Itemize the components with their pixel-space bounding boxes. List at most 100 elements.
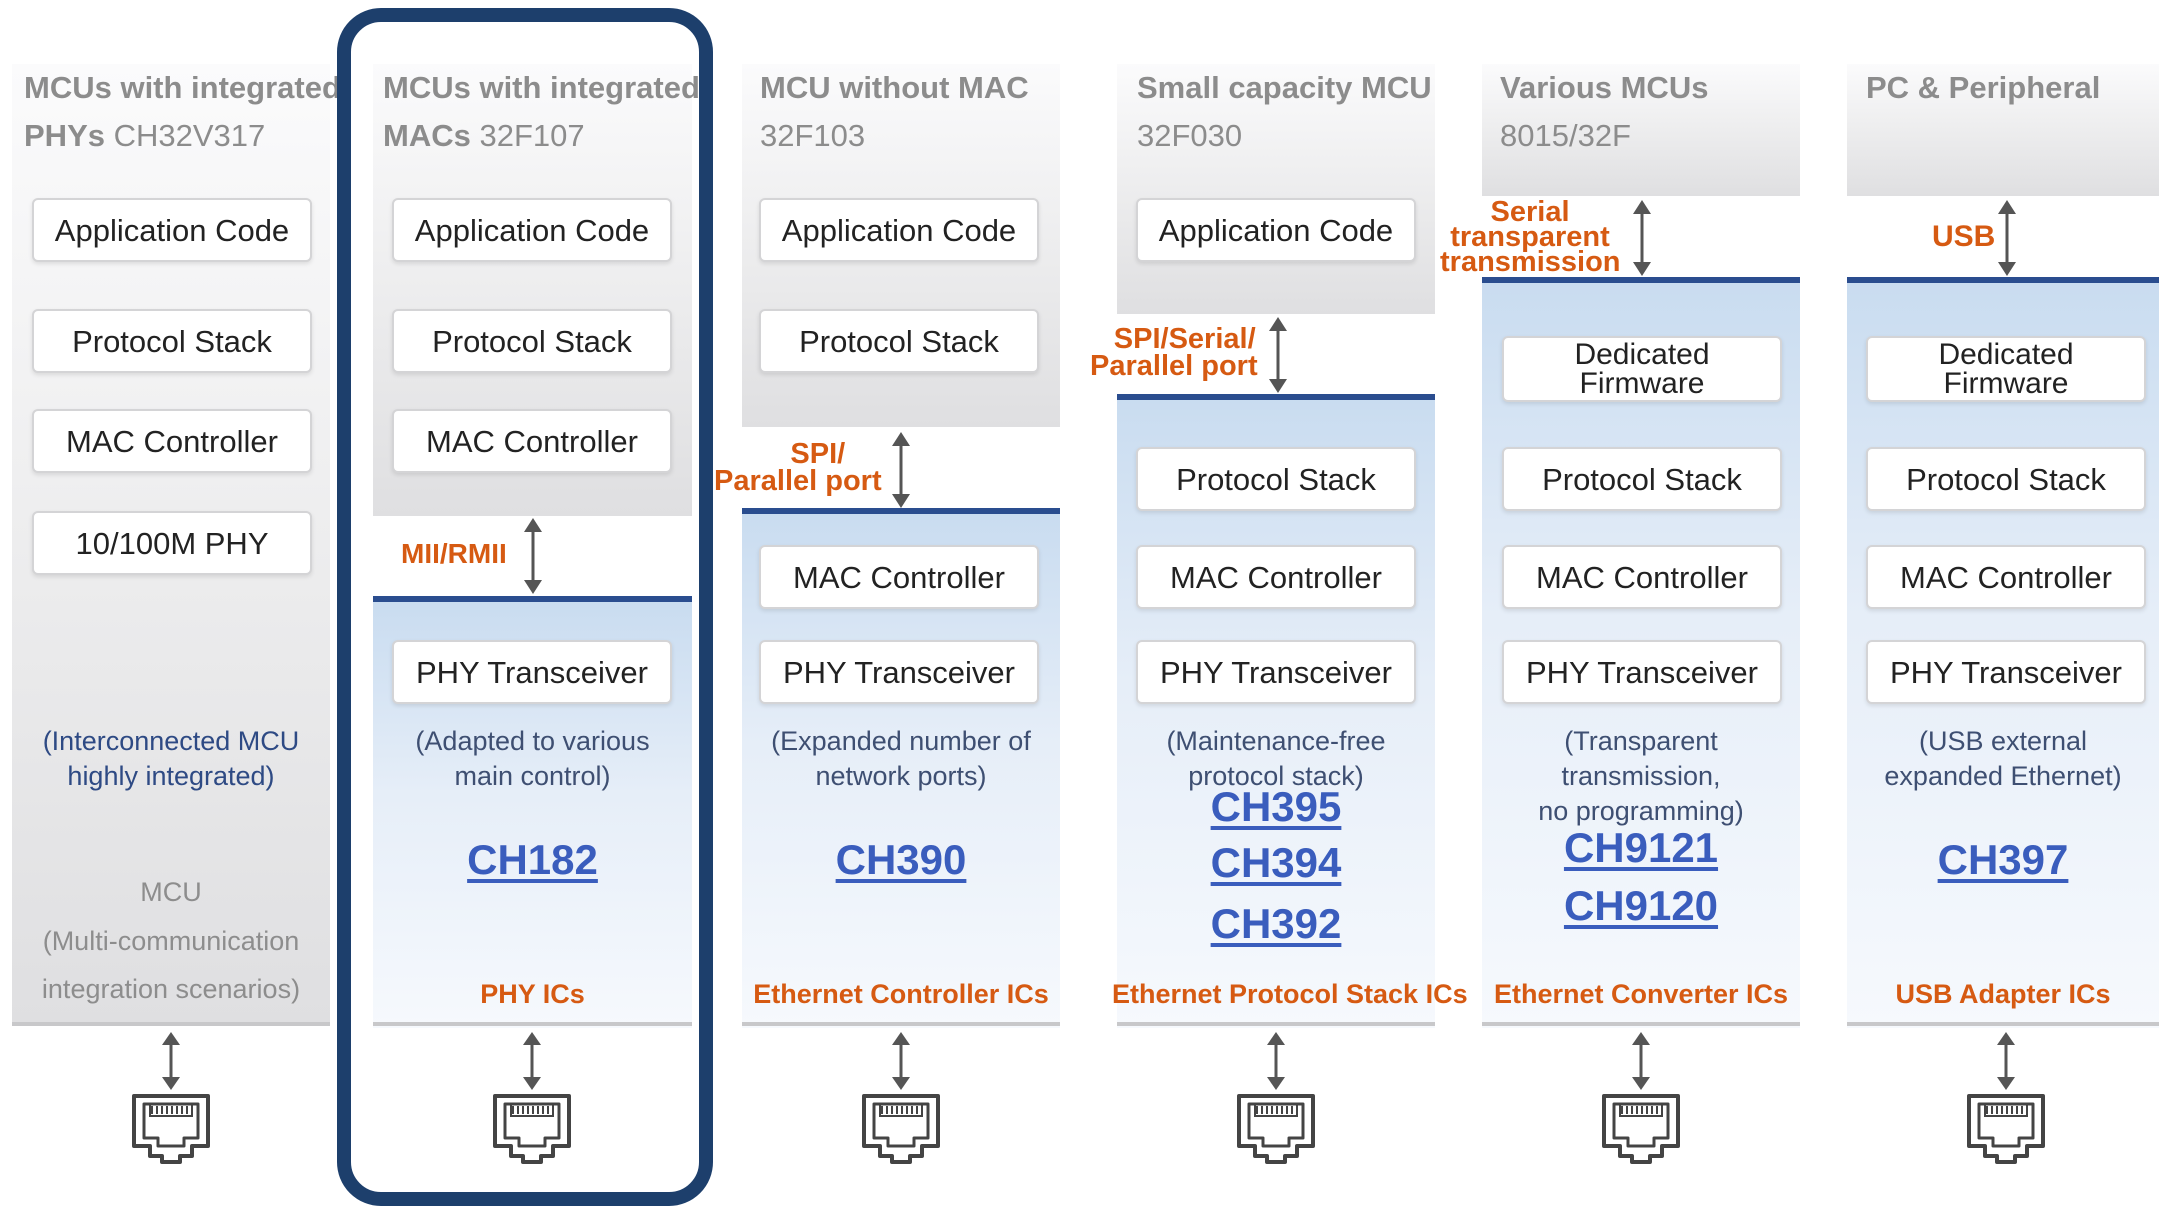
interface-line: SPI/: [790, 438, 846, 470]
interface-line: SPI/Serial/: [1113, 323, 1256, 355]
protocol-stack-box: Protocol Stack: [1866, 447, 2146, 511]
column-title: MCU without MAC: [760, 70, 1029, 105]
column-title: MCUs with integrated: [24, 70, 341, 105]
ethernet-port-icon: [862, 1094, 940, 1164]
chip-link-ch9121[interactable]: CH9121: [1563, 824, 1719, 871]
phy-transceiver-box: PHY Transceiver: [759, 640, 1039, 704]
note-line: highly integrated): [67, 761, 275, 792]
dedicated-firmware-box: Dedicated Firmware: [1502, 336, 1782, 402]
column-title: Small capacity MCU: [1137, 70, 1432, 105]
chip-link-ch394[interactable]: CH394: [1210, 839, 1342, 886]
column-bottom-rule: [1117, 1022, 1435, 1026]
application-code-box: Application Code: [1136, 198, 1416, 262]
column-title-bold: PHYs: [24, 118, 105, 153]
chip-link-ch9120[interactable]: CH9120: [1563, 882, 1719, 929]
column-title: PC & Peripheral: [1866, 70, 2101, 105]
column-bottom-rule: [1482, 1022, 1800, 1026]
interface-line: Serial: [1490, 196, 1570, 228]
column-note: (Expanded number of network ports): [742, 724, 1060, 794]
note-line: network ports): [815, 761, 987, 792]
interface-line: Parallel port: [1090, 349, 1258, 382]
phy-transceiver-box: PHY Transceiver: [1866, 640, 2146, 704]
double-arrow-icon: [523, 1032, 541, 1090]
ethernet-port-icon: [493, 1094, 571, 1164]
column-model: 32F030: [1137, 118, 1243, 153]
mcu-column-background: [1482, 64, 1800, 196]
double-arrow-icon: [1269, 317, 1287, 393]
column-note: (Transparent transmission, no programmin…: [1482, 724, 1800, 829]
double-arrow-icon: [162, 1032, 180, 1090]
chip-link-ch395[interactable]: CH395: [1210, 783, 1342, 830]
category-label: USB Adapter ICs: [1895, 979, 2111, 1009]
mac-controller-box: MAC Controller: [1502, 545, 1782, 609]
interface-label: SPI/ Parallel port: [714, 438, 882, 497]
box-line: Firmware: [1943, 367, 2069, 400]
double-arrow-icon: [1267, 1032, 1285, 1090]
interface-label: Serial transparent transmission: [1440, 196, 1621, 277]
mcu-column-background: [1117, 64, 1435, 314]
note-line: (USB external: [1918, 726, 2088, 756]
protocol-stack-box: Protocol Stack: [1136, 447, 1416, 511]
double-arrow-icon: [892, 432, 910, 508]
interface-line: transparent: [1450, 220, 1610, 253]
mac-controller-box: MAC Controller: [1866, 545, 2146, 609]
column-model: 32F107: [479, 118, 585, 153]
column-note: (Interconnected MCU highly integrated): [12, 724, 330, 794]
double-arrow-icon: [1633, 200, 1651, 276]
note-line: (Expanded number of: [771, 726, 1031, 756]
mcu-note-line: MCU: [140, 877, 202, 907]
column-model-line: PHYs CH32V317: [24, 118, 265, 154]
double-arrow-icon: [1997, 1032, 2015, 1090]
note-line: (Adapted to various: [415, 726, 650, 756]
dedicated-firmware-box: Dedicated Firmware: [1866, 336, 2146, 402]
ethernet-port-icon: [132, 1094, 210, 1164]
column-bottom-rule: [1847, 1022, 2159, 1026]
phy-transceiver-box: PHY Transceiver: [1136, 640, 1416, 704]
note-line: (Maintenance-free: [1166, 726, 1386, 756]
chip-link-ch392[interactable]: CH392: [1210, 900, 1342, 947]
chip-link-ch390[interactable]: CH390: [835, 836, 967, 883]
box-line: Firmware: [1579, 367, 1705, 400]
note-line: protocol stack): [1188, 761, 1364, 792]
note-line: transmission,: [1561, 761, 1721, 792]
column-title-bold: MACs: [383, 118, 471, 153]
ethernet-port-icon: [1237, 1094, 1315, 1164]
mcu-note-line: integration scenarios): [41, 974, 301, 1005]
phy-transceiver-box: PHY Transceiver: [392, 640, 672, 704]
mac-controller-box: MAC Controller: [1136, 545, 1416, 609]
column-note: (Maintenance-free protocol stack): [1117, 724, 1435, 794]
ethernet-port-icon: [1967, 1094, 2045, 1164]
phy-box: 10/100M PHY: [32, 511, 312, 575]
mcu-note-line: (Multi-communication: [42, 925, 300, 956]
protocol-stack-box: Protocol Stack: [1502, 447, 1782, 511]
column-model: CH32V317: [113, 118, 266, 153]
column-model-line: MACs 32F107: [383, 118, 585, 154]
column-bottom-rule: [373, 1022, 692, 1026]
category-label: Ethernet Converter ICs: [1493, 979, 1789, 1009]
column-note: (USB external expanded Ethernet): [1847, 724, 2159, 794]
category-label: Ethernet Controller ICs: [753, 979, 1049, 1009]
protocol-stack-box: Protocol Stack: [392, 309, 672, 373]
double-arrow-icon: [524, 518, 542, 594]
chip-link-ch182[interactable]: CH182: [467, 836, 598, 883]
column-title: MCUs with integrated: [383, 70, 700, 105]
box-line: Dedicated: [1574, 337, 1710, 371]
note-line: expanded Ethernet): [1884, 761, 2122, 792]
column-model: 8015/32F: [1500, 118, 1631, 153]
mac-controller-box: MAC Controller: [32, 409, 312, 473]
mac-controller-box: MAC Controller: [392, 409, 672, 473]
chip-link-ch397[interactable]: CH397: [1937, 836, 2069, 883]
mcu-scenario-note: MCU (Multi-communication integration sce…: [12, 868, 330, 1014]
double-arrow-icon: [1998, 200, 2016, 276]
mac-controller-box: MAC Controller: [759, 545, 1039, 609]
protocol-stack-box: Protocol Stack: [759, 309, 1039, 373]
column-title: Various MCUs: [1500, 70, 1709, 105]
category-label: Ethernet Protocol Stack ICs: [1112, 979, 1468, 1009]
column-bottom-rule: [742, 1022, 1060, 1026]
box-line: Dedicated: [1938, 337, 2074, 371]
interface-line: Parallel port: [714, 464, 882, 497]
ethernet-port-icon: [1602, 1094, 1680, 1164]
note-line: (Interconnected MCU: [42, 726, 300, 756]
category-label: PHY ICs: [480, 979, 585, 1009]
note-line: (Transparent: [1564, 726, 1718, 756]
